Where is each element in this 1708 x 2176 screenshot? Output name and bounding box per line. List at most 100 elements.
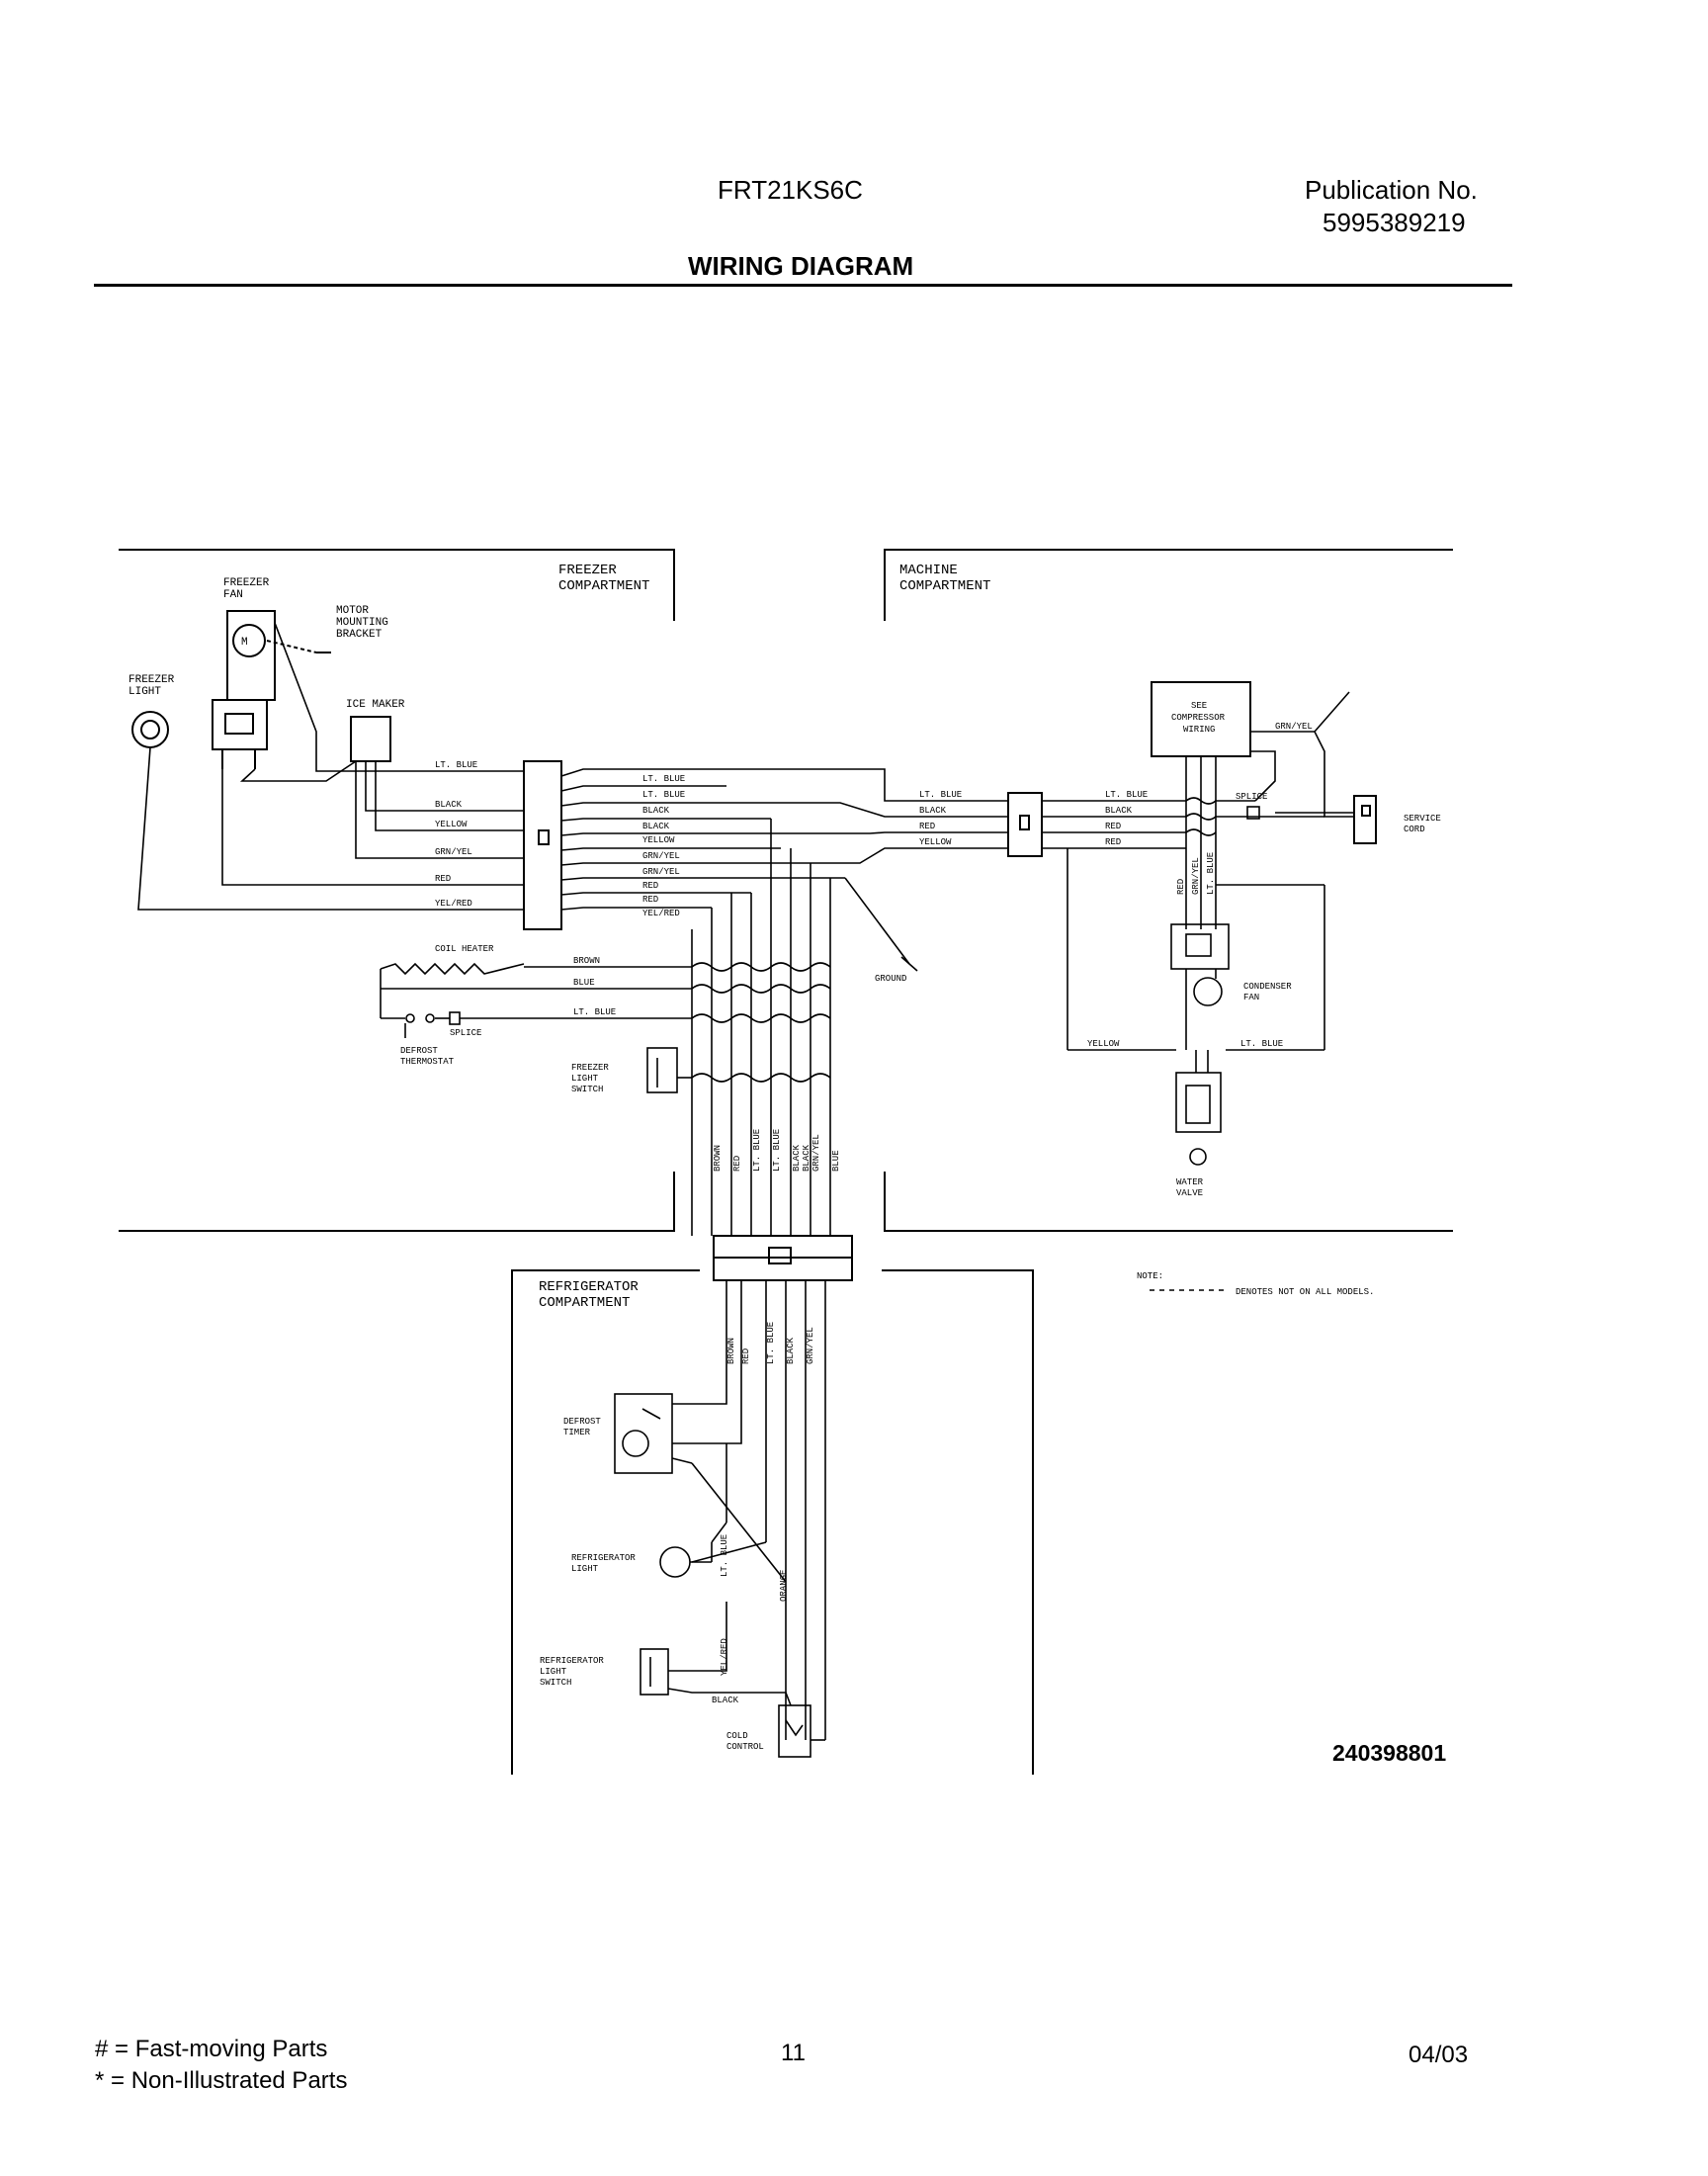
- wire-label-fl-5: RED: [435, 874, 451, 884]
- fan-connector: [212, 699, 268, 769]
- refrigerator-light-label-2: LIGHT: [571, 1564, 599, 1574]
- freezer-fan: M FREEZER FAN MOTOR MOUNTING BRACKET: [223, 577, 388, 701]
- splice-machine-label: SPLICE: [1236, 792, 1267, 802]
- machine-bottom-yellow: YELLOW: [1087, 1039, 1120, 1049]
- publication-label: Publication No.: [1305, 175, 1478, 205]
- machine-compartment-label-1: MACHINE: [899, 563, 958, 578]
- wire-label-fr-3: BLACK: [642, 806, 670, 816]
- freezer-light-switch: FREEZER LIGHT SWITCH: [571, 1047, 692, 1094]
- wire-label-fl-1: LT. BLUE: [435, 760, 477, 770]
- defrost-timer-label-2: TIMER: [563, 1428, 591, 1437]
- fast-moving-parts-legend: # = Fast-moving Parts: [95, 2036, 328, 2062]
- ground-symbol: GROUND: [844, 877, 918, 984]
- fridge-label-4: BLACK: [786, 1337, 796, 1364]
- refrigerator-light: REFRIGERATOR LIGHT: [571, 1443, 727, 1578]
- model-number: FRT21KS6C: [718, 175, 863, 205]
- heater-wire-blue: BLUE: [573, 978, 595, 988]
- compartment-boundaries: [119, 549, 1453, 1775]
- cold-control-label-1: COLD: [726, 1731, 748, 1741]
- coil-heater-label: COIL HEATER: [435, 944, 494, 954]
- compressor-wiring-box: SEE COMPRESSOR WIRING: [1151, 681, 1251, 757]
- wire-label-fr-5: YELLOW: [642, 835, 675, 845]
- service-cord-label-2: CORD: [1404, 825, 1425, 834]
- machine-vertical-3: LT. BLUE: [1206, 852, 1216, 895]
- freezer-light: FREEZER LIGHT: [128, 674, 175, 748]
- freezer-left-wires: [137, 622, 524, 911]
- compressor-label-3: WIRING: [1183, 725, 1215, 735]
- trunk-label-3: LT. BLUE: [752, 1129, 762, 1172]
- trunk-label-7: GRN/YEL: [811, 1134, 821, 1172]
- grn-yel-top-label: GRN/YEL: [1275, 722, 1313, 732]
- trunk-label-1: BROWN: [713, 1145, 723, 1172]
- motor-bracket-label-3: BRACKET: [336, 629, 383, 641]
- title-divider: [94, 284, 1512, 287]
- fridge-label-2: RED: [741, 1349, 751, 1364]
- freezer-light-switch-label-1: FREEZER: [571, 1063, 609, 1073]
- heater-wire-ltblue: LT. BLUE: [573, 1007, 616, 1017]
- ice-maker-connector: ICE MAKER: [346, 699, 405, 762]
- mullion-connector: [713, 1235, 853, 1281]
- machine-wire-left-3: RED: [919, 822, 935, 831]
- defrost-thermostat-label-1: DEFROST: [400, 1046, 438, 1056]
- refrigerator-compartment-label-2: COMPARTMENT: [539, 1295, 630, 1311]
- freezer-compartment-label-2: COMPARTMENT: [558, 578, 649, 594]
- splice-label: SPLICE: [450, 1028, 481, 1038]
- motor-bracket-label-1: MOTOR: [336, 605, 369, 617]
- refrigerator-light-switch-label-2: LIGHT: [540, 1667, 567, 1677]
- wire-label-fr-10: YEL/RED: [642, 909, 680, 918]
- trunk-label-2: RED: [732, 1156, 742, 1172]
- motor-bracket-label-2: MOUNTING: [336, 617, 388, 629]
- machine-wire-left-4: YELLOW: [919, 837, 952, 847]
- condenser-fan: CONDENSER FAN: [1170, 923, 1292, 1050]
- trunk-label-5: BLACK: [792, 1144, 802, 1172]
- vertical-trunk: [691, 819, 831, 1236]
- compressor-label-1: SEE: [1191, 701, 1207, 711]
- fridge-wire-labels: BROWN RED LT. BLUE BLACK GRN/YEL LT. BLU…: [712, 1322, 815, 1705]
- fridge-lower-label-1: LT. BLUE: [720, 1534, 729, 1577]
- machine-wire-right-4: RED: [1105, 837, 1121, 847]
- machine-wires: [1042, 691, 1354, 1051]
- compressor-label-2: COMPRESSOR: [1171, 713, 1226, 723]
- refrigerator-light-switch-label-1: REFRIGERATOR: [540, 1656, 604, 1666]
- wire-label-fl-6: YEL/RED: [435, 899, 472, 909]
- refrigerator-compartment-label-1: REFRIGERATOR: [539, 1279, 639, 1295]
- machine-bottom-ltblue: LT. BLUE: [1240, 1039, 1283, 1049]
- diagram-title: WIRING DIAGRAM: [688, 251, 914, 281]
- ground-label: GROUND: [875, 974, 906, 984]
- publication-date: 04/03: [1409, 2042, 1469, 2068]
- defrost-thermostat-label-2: THERMOSTAT: [400, 1057, 455, 1067]
- machine-connector: [1007, 792, 1043, 857]
- water-valve-label-2: VALVE: [1176, 1188, 1203, 1198]
- condenser-fan-label-2: FAN: [1243, 993, 1259, 1002]
- machine-compartment-label-2: COMPARTMENT: [899, 578, 990, 594]
- cold-control-label-2: CONTROL: [726, 1742, 764, 1752]
- fridge-label-3: LT. BLUE: [766, 1322, 776, 1364]
- diagram-note: NOTE: DENOTES NOT ON ALL MODELS.: [1137, 1271, 1374, 1297]
- svg-text:M: M: [241, 637, 248, 649]
- non-illustrated-parts-legend: * = Non-Illustrated Parts: [95, 2067, 348, 2094]
- machine-wire-right-2: BLACK: [1105, 806, 1133, 816]
- freezer-light-label-2: LIGHT: [128, 686, 161, 698]
- wire-label-fr-2: LT. BLUE: [642, 790, 685, 800]
- trunk-wire-labels: BROWN RED LT. BLUE LT. BLUE BLACK BLACK …: [713, 1129, 841, 1172]
- water-valve: WATER VALVE: [1175, 1050, 1222, 1198]
- wire-label-fl-2: BLACK: [435, 800, 463, 810]
- trunk-label-6: BLACK: [802, 1144, 811, 1172]
- machine-wire-left-1: LT. BLUE: [919, 790, 962, 800]
- ice-maker-label: ICE MAKER: [346, 699, 405, 711]
- refrigerator-light-switch: REFRIGERATOR LIGHT SWITCH: [540, 1602, 792, 1706]
- condenser-fan-label-1: CONDENSER: [1243, 982, 1292, 992]
- wire-label-fl-4: GRN/YEL: [435, 847, 472, 857]
- machine-wire-right-1: LT. BLUE: [1105, 790, 1148, 800]
- part-code: 240398801: [1332, 1740, 1447, 1766]
- defrost-timer-label-1: DEFROST: [563, 1417, 601, 1427]
- freezer-light-label-1: FREEZER: [128, 674, 175, 686]
- trunk-label-8: BLUE: [831, 1150, 841, 1172]
- water-valve-label-1: WATER: [1176, 1177, 1204, 1187]
- fridge-lower-label-2: ORANGE: [779, 1570, 789, 1602]
- refrigerator-wires: [672, 1280, 826, 1740]
- freezer-right-wires: [560, 768, 1008, 911]
- freezer-fan-label-2: FAN: [223, 589, 243, 601]
- defrost-timer: DEFROST TIMER: [563, 1393, 787, 1583]
